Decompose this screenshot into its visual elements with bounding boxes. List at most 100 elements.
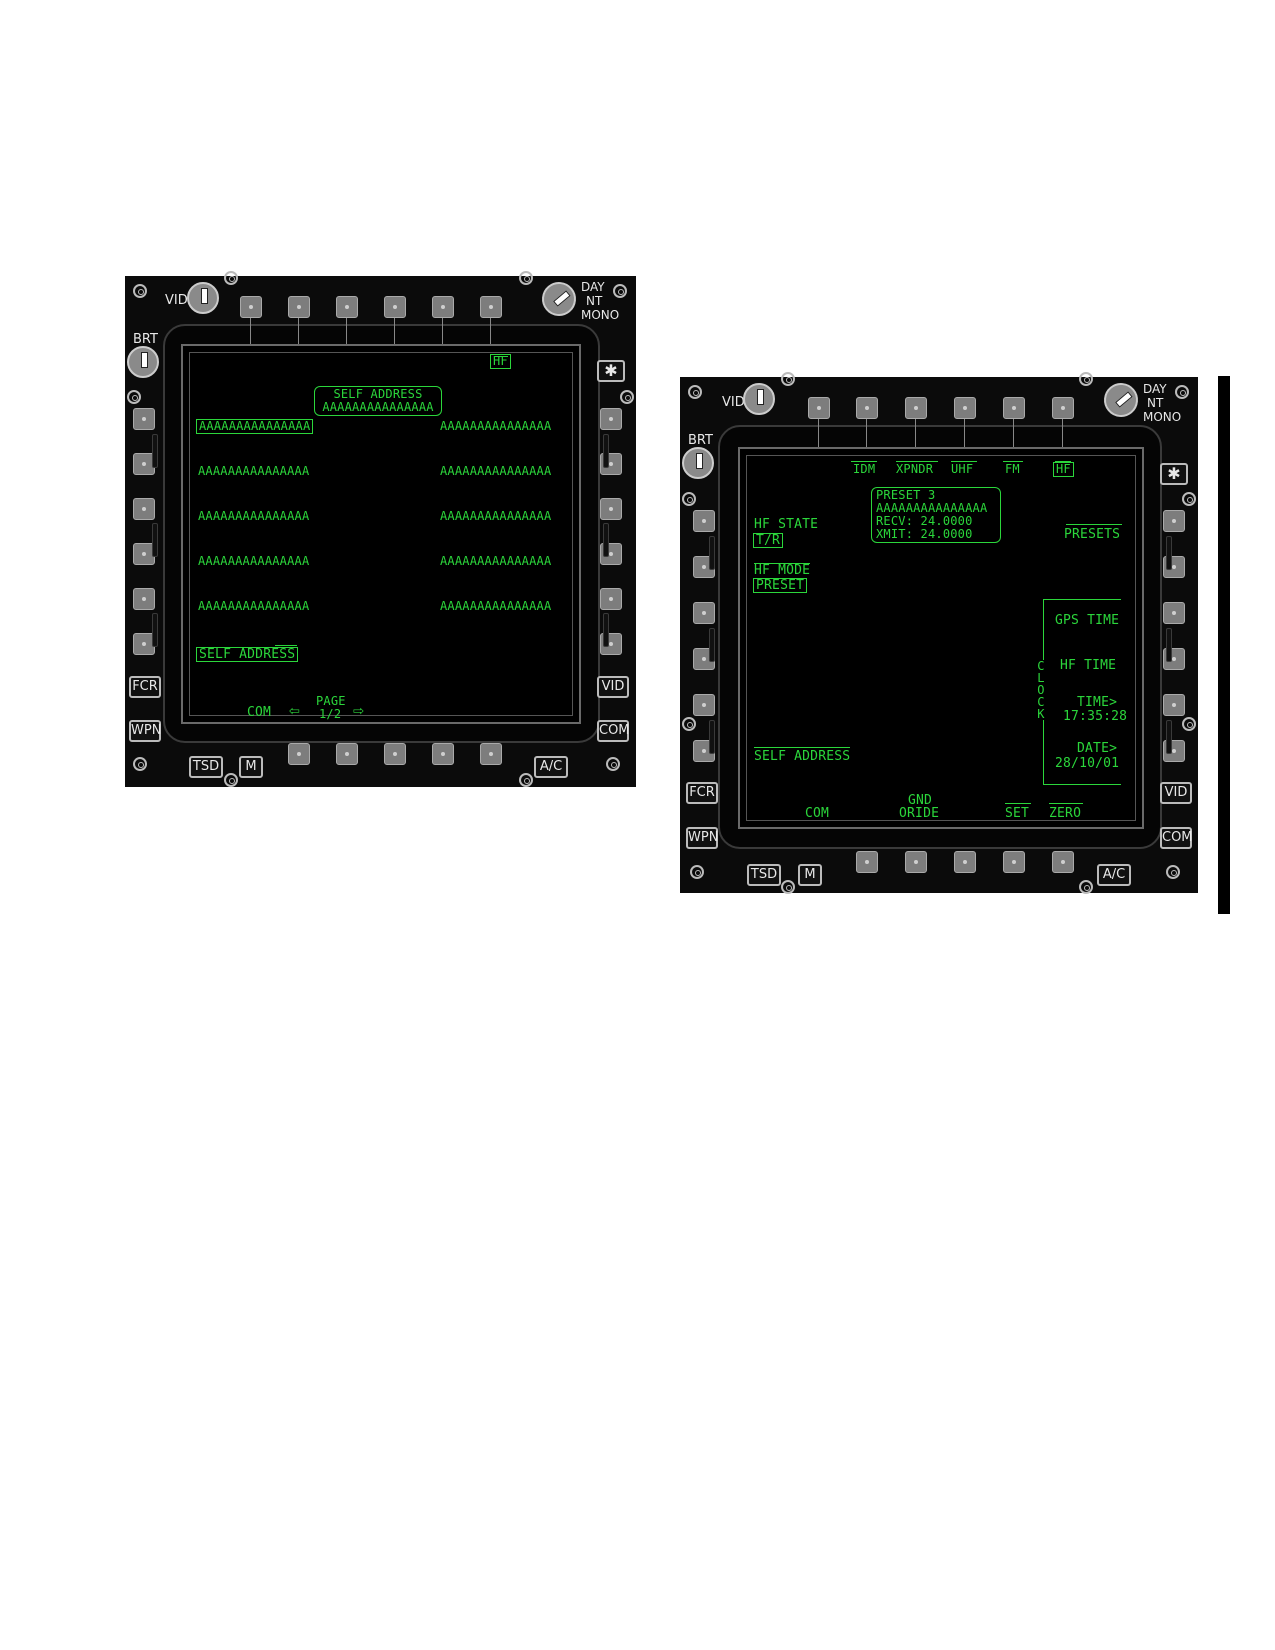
gps-time-button[interactable]: GPS TIME: [1055, 613, 1120, 628]
osb-left-3[interactable]: [133, 498, 155, 520]
com-button[interactable]: COM: [1160, 827, 1193, 849]
vid-button[interactable]: VID: [1160, 782, 1192, 804]
wpn-button[interactable]: WPN: [129, 720, 161, 742]
preset-xmit: XMIT: 24.0000: [876, 527, 973, 541]
address-entry-right-1[interactable]: AAAAAAAAAAAAAAA: [440, 419, 552, 433]
osb-top-1[interactable]: [240, 296, 262, 318]
osb-right-3[interactable]: [600, 498, 622, 520]
osb-bottom-2[interactable]: [856, 851, 878, 873]
screw-icon: [688, 385, 702, 399]
brt-knob[interactable]: [127, 346, 159, 378]
tab-hf[interactable]: HF: [1053, 462, 1074, 477]
com-label[interactable]: COM: [805, 806, 830, 821]
tsd-button[interactable]: TSD: [747, 864, 781, 886]
osb-bottom-3[interactable]: [905, 851, 927, 873]
fcr-button[interactable]: FCR: [686, 782, 718, 804]
osb-bottom-2[interactable]: [288, 743, 310, 765]
day-nt-mono-knob[interactable]: [535, 275, 583, 323]
osb-top-4[interactable]: [384, 296, 406, 318]
osb-right-5[interactable]: [1163, 694, 1185, 716]
osb-left-3[interactable]: [693, 602, 715, 624]
hf-time-button[interactable]: HF TIME: [1060, 658, 1117, 673]
osb-left-5[interactable]: [693, 694, 715, 716]
vid-knob[interactable]: [743, 383, 775, 415]
address-entry-left-2[interactable]: AAAAAAAAAAAAAAA: [198, 464, 310, 478]
oride-button[interactable]: ORIDE: [899, 806, 940, 821]
address-entry-right-3[interactable]: AAAAAAAAAAAAAAA: [440, 509, 552, 523]
com-label[interactable]: COM: [247, 705, 272, 720]
brt-knob[interactable]: [682, 447, 714, 479]
osb-top-2[interactable]: [856, 397, 878, 419]
tab-idm[interactable]: IDM: [853, 462, 876, 476]
osb-left-1[interactable]: [133, 408, 155, 430]
address-entry-left-3[interactable]: AAAAAAAAAAAAAAA: [198, 509, 310, 523]
address-entry-left-1[interactable]: AAAAAAAAAAAAAAA: [196, 419, 314, 434]
day-nt-mono-knob[interactable]: [1097, 376, 1145, 424]
tab-arrow-icon: [951, 461, 977, 462]
fcr-button[interactable]: FCR: [129, 676, 161, 698]
osb-right-1[interactable]: [1163, 510, 1185, 532]
ac-button[interactable]: A/C: [534, 756, 568, 778]
address-entry-right-2[interactable]: AAAAAAAAAAAAAAA: [440, 464, 552, 478]
address-entry-left-4[interactable]: AAAAAAAAAAAAAAA: [198, 554, 310, 568]
osb-top-3[interactable]: [905, 397, 927, 419]
osb-top-6[interactable]: [480, 296, 502, 318]
page-next-arrow-icon[interactable]: ⇨: [353, 700, 365, 721]
osb-top-1[interactable]: [808, 397, 830, 419]
hf-mode-value[interactable]: PRESET: [753, 578, 808, 593]
osb-top-3[interactable]: [336, 296, 358, 318]
bezel-slot: [603, 523, 609, 557]
star-button[interactable]: ✱: [597, 360, 625, 382]
self-address-button[interactable]: SELF ADDRESS: [196, 647, 299, 662]
osb-left-1[interactable]: [693, 510, 715, 532]
com-button[interactable]: COM: [597, 720, 630, 742]
bezel-slot: [152, 613, 158, 647]
osb-top-5[interactable]: [432, 296, 454, 318]
set-button[interactable]: SET: [1005, 806, 1030, 821]
tab-uhf[interactable]: UHF: [951, 462, 974, 476]
osb-bottom-6[interactable]: [480, 743, 502, 765]
osb-bottom-5[interactable]: [1003, 851, 1025, 873]
osb-top-2[interactable]: [288, 296, 310, 318]
tab-xpndr[interactable]: XPNDR: [896, 462, 934, 476]
osb-top-5[interactable]: [1003, 397, 1025, 419]
osb-bottom-4[interactable]: [954, 851, 976, 873]
address-entry-right-4[interactable]: AAAAAAAAAAAAAAA: [440, 554, 552, 568]
screw-icon: [1175, 385, 1189, 399]
osb-top-6[interactable]: [1052, 397, 1074, 419]
screw-icon: [1182, 717, 1196, 731]
osb-right-5[interactable]: [600, 588, 622, 610]
tsd-button[interactable]: TSD: [189, 756, 223, 778]
osb-bottom-3[interactable]: [336, 743, 358, 765]
wpn-button[interactable]: WPN: [686, 827, 718, 849]
self-address-button[interactable]: SELF ADDRESS: [754, 749, 851, 764]
osb-bottom-5[interactable]: [432, 743, 454, 765]
osb-bottom-6[interactable]: [1052, 851, 1074, 873]
address-entry-left-5[interactable]: AAAAAAAAAAAAAAA: [198, 599, 310, 613]
presets-button[interactable]: PRESETS: [1064, 527, 1121, 542]
m-button[interactable]: M: [239, 756, 263, 778]
arrow-icon: [1049, 803, 1083, 804]
m-button[interactable]: M: [798, 864, 822, 886]
osb-right-3[interactable]: [1163, 602, 1185, 624]
vid-knob[interactable]: [187, 282, 219, 314]
hf-tab[interactable]: HF: [490, 354, 511, 369]
osb-right-1[interactable]: [600, 408, 622, 430]
osb-top-4[interactable]: [954, 397, 976, 419]
star-button[interactable]: ✱: [1160, 463, 1188, 485]
vid-button[interactable]: VID: [597, 676, 629, 698]
page-prev-arrow-icon[interactable]: ⇦: [289, 700, 301, 721]
screw-icon: [1079, 372, 1093, 386]
ac-button[interactable]: A/C: [1097, 864, 1131, 886]
tab-fm[interactable]: FM: [1005, 462, 1020, 476]
date-label[interactable]: DATE>: [1077, 741, 1118, 756]
hf-state-value[interactable]: T/R: [753, 533, 784, 548]
zero-button[interactable]: ZERO: [1049, 806, 1082, 821]
address-entry-right-5[interactable]: AAAAAAAAAAAAAAA: [440, 599, 552, 613]
page-label: PAGE: [316, 694, 346, 708]
osb-left-5[interactable]: [133, 588, 155, 610]
tab-arrow-icon: [896, 461, 938, 462]
osb-bottom-4[interactable]: [384, 743, 406, 765]
osb-left-2[interactable]: [133, 453, 155, 475]
time-label[interactable]: TIME>: [1077, 695, 1118, 710]
